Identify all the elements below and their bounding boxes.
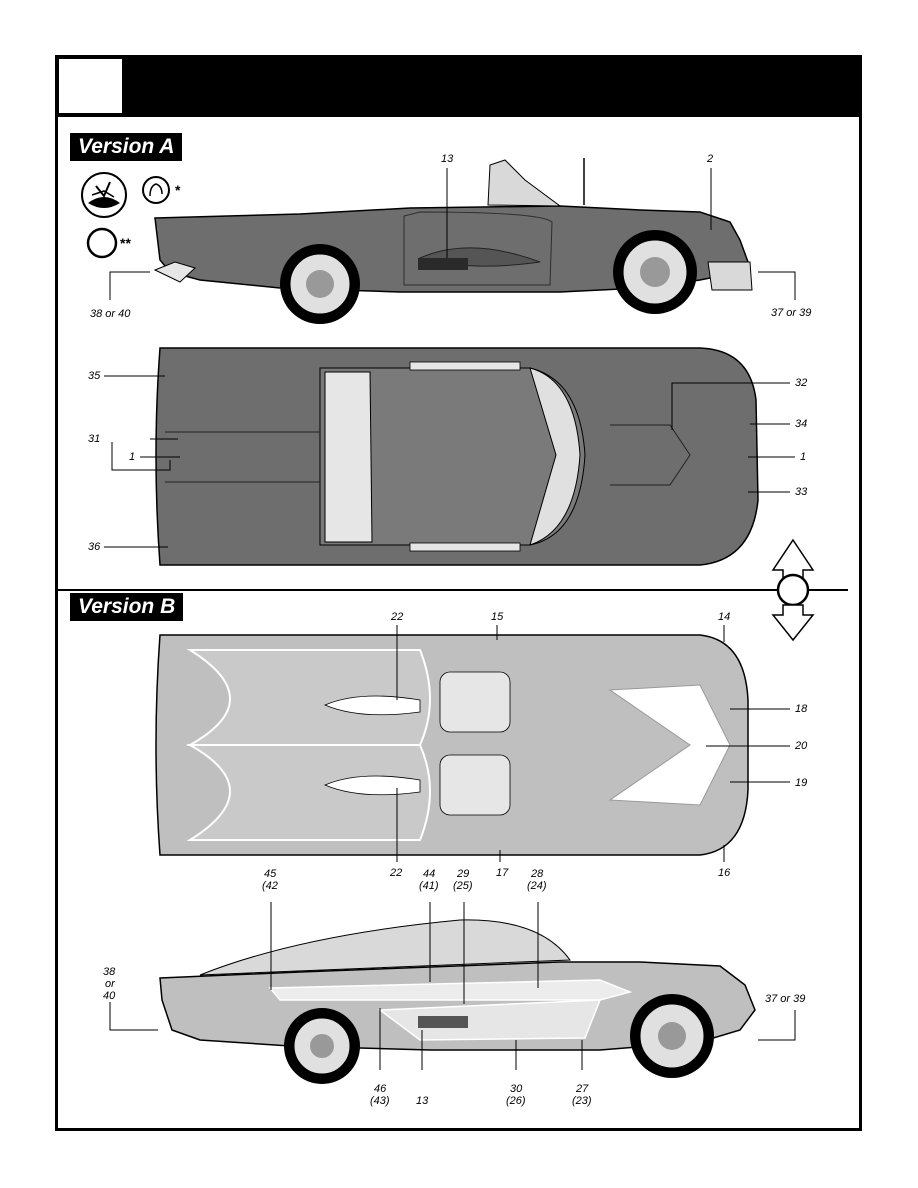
callout-30: 30 — [510, 1083, 523, 1095]
callout-2: 2 — [707, 153, 714, 165]
callout-20: 20 — [795, 740, 808, 752]
callout-1-left: 1 — [129, 451, 136, 463]
callout-22-bottom: 22 — [390, 867, 403, 879]
callout-19: 19 — [795, 777, 808, 789]
optional-question-icon — [86, 227, 118, 259]
callout-14: 14 — [718, 611, 731, 623]
version-a-side-view-car — [153, 158, 753, 324]
callout-44-alt: (41) — [419, 880, 439, 892]
callout-38-or: or — [105, 978, 115, 990]
optional-arrows — [771, 538, 815, 642]
callout-46: 46 — [374, 1083, 387, 1095]
step-number-box — [59, 59, 122, 113]
callout-28-alt: (24) — [527, 880, 547, 892]
version-b-side-leaders — [109, 902, 796, 1070]
callout-15: 15 — [491, 611, 504, 623]
callout-29: 29 — [457, 868, 470, 880]
callout-38-or-40: 38 or 40 — [90, 308, 131, 320]
version-a-top-leaders — [104, 375, 795, 548]
callout-17: 17 — [496, 867, 509, 879]
callout-37-or-39: 37 or 39 — [771, 307, 812, 319]
glue-hand-icon — [142, 176, 170, 204]
callout-45-alt: (42 — [262, 880, 278, 892]
callout-16: 16 — [718, 867, 731, 879]
callout-27: 27 — [576, 1083, 589, 1095]
callout-13: 13 — [441, 153, 454, 165]
version-b-side-view-car — [159, 919, 756, 1084]
callout-29-alt: (25) — [453, 880, 473, 892]
version-b-label: Version B — [70, 593, 184, 621]
legend-double-mark: ** — [120, 235, 131, 251]
callout-37-or-39-b: 37 or 39 — [765, 993, 806, 1005]
callout-32: 32 — [795, 377, 808, 389]
step-header-bar — [55, 55, 862, 117]
callout-44: 44 — [423, 868, 436, 880]
version-b-top-view-car — [155, 634, 749, 856]
callout-22-top: 22 — [391, 611, 404, 623]
callout-40: 40 — [103, 990, 116, 1002]
callout-34: 34 — [795, 418, 808, 430]
callout-18: 18 — [795, 703, 808, 715]
version-b-top-leaders — [396, 625, 790, 862]
callout-13-b: 13 — [416, 1095, 429, 1107]
callout-27-alt: (23) — [572, 1095, 592, 1107]
callout-33: 33 — [795, 486, 808, 498]
callout-30-alt: (26) — [506, 1095, 526, 1107]
version-a-side-leaders — [109, 168, 796, 300]
callout-1-right: 1 — [800, 451, 807, 463]
callout-45: 45 — [264, 868, 277, 880]
callout-38: 38 — [103, 966, 116, 978]
callout-35: 35 — [88, 370, 101, 382]
callout-46-alt: (43) — [370, 1095, 390, 1107]
callout-28: 28 — [531, 868, 544, 880]
paint-icon — [81, 172, 127, 218]
version-a-label: Version A — [70, 133, 183, 161]
version-a-top-view-car — [155, 347, 759, 566]
callout-36: 36 — [88, 541, 101, 553]
legend-single-mark: * — [175, 182, 181, 198]
callout-31: 31 — [88, 433, 101, 445]
